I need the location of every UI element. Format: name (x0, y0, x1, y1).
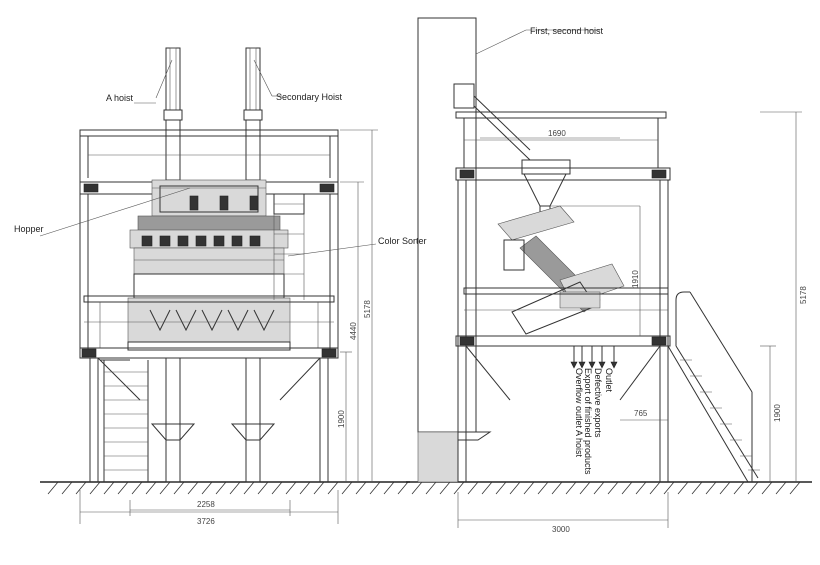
dim-total-height-right: 5178 (799, 286, 808, 304)
left-hoist-pipes (155, 47, 273, 181)
dim-hopper-height: 1910 (631, 270, 640, 288)
left-dimensions (79, 129, 378, 524)
right-outlet-arrows (570, 346, 618, 369)
dim-platform-height: 1900 (337, 410, 346, 428)
dim-platform-height-right: 1900 (773, 404, 782, 422)
left-top-platform (79, 181, 339, 350)
dim-top-offset: 1690 (548, 129, 566, 138)
label-defective-exports: Defective exports (593, 368, 603, 438)
left-outlets (150, 357, 276, 483)
dim-outlet-offset: 765 (634, 409, 648, 418)
label-first-second-hoist: First, second hoist (530, 26, 604, 36)
dim-total-height-left: 5178 (363, 300, 372, 318)
dim-frame-height: 4440 (349, 322, 358, 340)
left-side-structure (273, 193, 305, 300)
left-leaders (39, 95, 377, 257)
label-color-sorter: Color Sorter (378, 236, 427, 246)
label-secondary-hoist: Secondary Hoist (276, 92, 343, 102)
label-outlet: Outlet (604, 368, 614, 393)
left-color-sorter (127, 215, 291, 351)
right-leaders (475, 29, 641, 336)
right-view (406, 17, 812, 528)
right-hoist-column (417, 17, 531, 483)
dim-inner-width: 2258 (197, 500, 215, 509)
right-stairs (667, 291, 760, 483)
right-dimensions (457, 111, 802, 528)
left-hopper (151, 179, 267, 217)
left-mid-railing (83, 295, 335, 348)
right-lower-platform (455, 335, 671, 401)
right-color-sorter (497, 205, 625, 335)
right-top-railing (455, 111, 667, 168)
label-overflow-outlet: Overflow outlet A hoist (574, 368, 584, 458)
left-ground (40, 481, 410, 495)
dim-overall-width: 3726 (197, 517, 215, 526)
right-mid-railing (463, 287, 669, 311)
dim-overall-width-right: 3000 (552, 525, 570, 534)
label-hopper: Hopper (14, 224, 44, 234)
label-export-finished: Export of finished products (583, 368, 593, 475)
left-top-railing (79, 129, 339, 182)
right-top-platform (455, 167, 671, 482)
left-view (39, 47, 410, 524)
left-lower-platform (79, 347, 339, 482)
right-ground (406, 481, 812, 495)
label-a-hoist: A hoist (106, 93, 134, 103)
left-ladder (100, 359, 149, 482)
